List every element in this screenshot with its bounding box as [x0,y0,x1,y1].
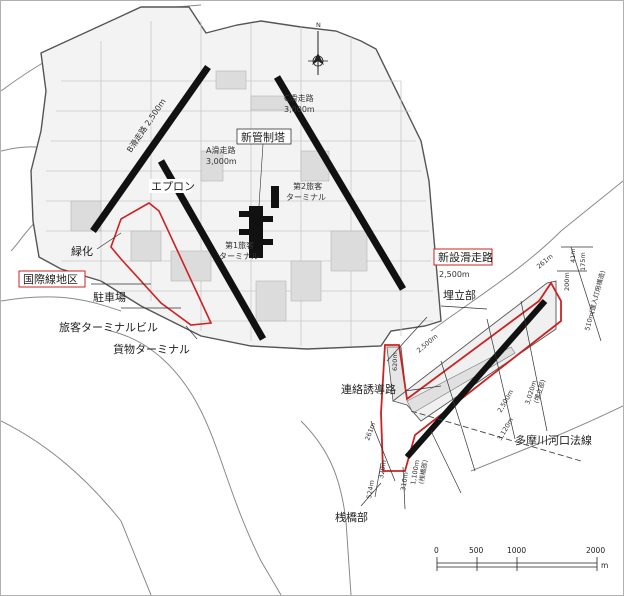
runway-c-length: 3,000m [284,105,315,114]
north-arrow [308,31,328,75]
runway-b [90,64,211,234]
scale-unit: m [601,561,608,570]
new-tower-box [236,128,292,145]
dim-261m-top: 261m [535,252,555,270]
apron-label: エプロン [151,180,195,193]
new-runway-box [433,248,493,266]
building-blocks [70,70,368,322]
scale-1000: 1000 [507,546,526,555]
terminal2-line2: ターミナル [286,193,326,202]
scale-0: 0 [434,546,439,555]
cargo-terminal-label: 貨物ターミナル [113,342,190,356]
new-runway-length: 2,500m [439,270,470,279]
runway-c-name: C滑走路 [284,93,314,103]
dim-1100m-sub: (桟橋部) [416,459,429,485]
dim-2500m-mid: 2,500m [496,388,515,414]
dim-200m: 200m [563,272,571,291]
dim-510m-sub: (進入灯用構造) [587,269,607,314]
new-runway-name: 新設滑走路 [438,250,493,264]
leader-lines [91,232,488,507]
dim-620m: 620m [391,352,399,371]
pier-part-label: 桟橋部 [335,510,368,524]
dim-41m: 41m [569,248,577,263]
scale-2000: 2000 [586,546,605,555]
dim-2500m-taxi: 2,500m [415,332,439,354]
dim-524m: 524m [365,479,376,499]
international-area-outline [110,202,213,326]
dim-310m: 310m [399,471,410,491]
reclaimed-part-label: 埋立部 [443,288,476,302]
passenger-terminal-building-label: 旅客ターミナルビル [59,320,158,334]
runway-a-length: 3,000m [206,157,237,166]
dim-320m: 320m [377,459,388,479]
runway-c [273,75,407,291]
parking-label: 駐車場 [93,290,126,304]
terminal-buildings [239,186,279,258]
terminal2-line1: 第2旅客 [293,181,322,191]
new-runway-outline [380,281,562,472]
tama-river-line-label: 多摩川河口法線 [515,433,592,447]
international-area-box [18,270,86,288]
dimension-lines [370,246,602,510]
runway-a-name: A滑走路 [206,145,235,155]
runway-d [404,299,548,459]
new-tower-label: 新管制塔 [241,130,285,144]
scale-bar: 0 500 1000 2000 m [434,546,608,571]
greening-label: 緑化 [71,244,93,258]
international-area-label: 国際線地区 [23,272,78,286]
dim-3120m: 3,120m [496,416,515,442]
dimension-labels: 2,500m 620m 261m 41m 175m 200m 510m (進入灯… [363,248,607,499]
terminal1-line2: ターミナル [219,252,259,261]
north-label: N [316,21,321,29]
tama-river-line [410,410,582,462]
terminal1-line1: 第1旅客 [225,240,254,250]
dim-175m: 175m [579,252,587,271]
scale-500: 500 [469,546,484,555]
connecting-taxiway-label: 連絡誘導路 [341,382,396,396]
